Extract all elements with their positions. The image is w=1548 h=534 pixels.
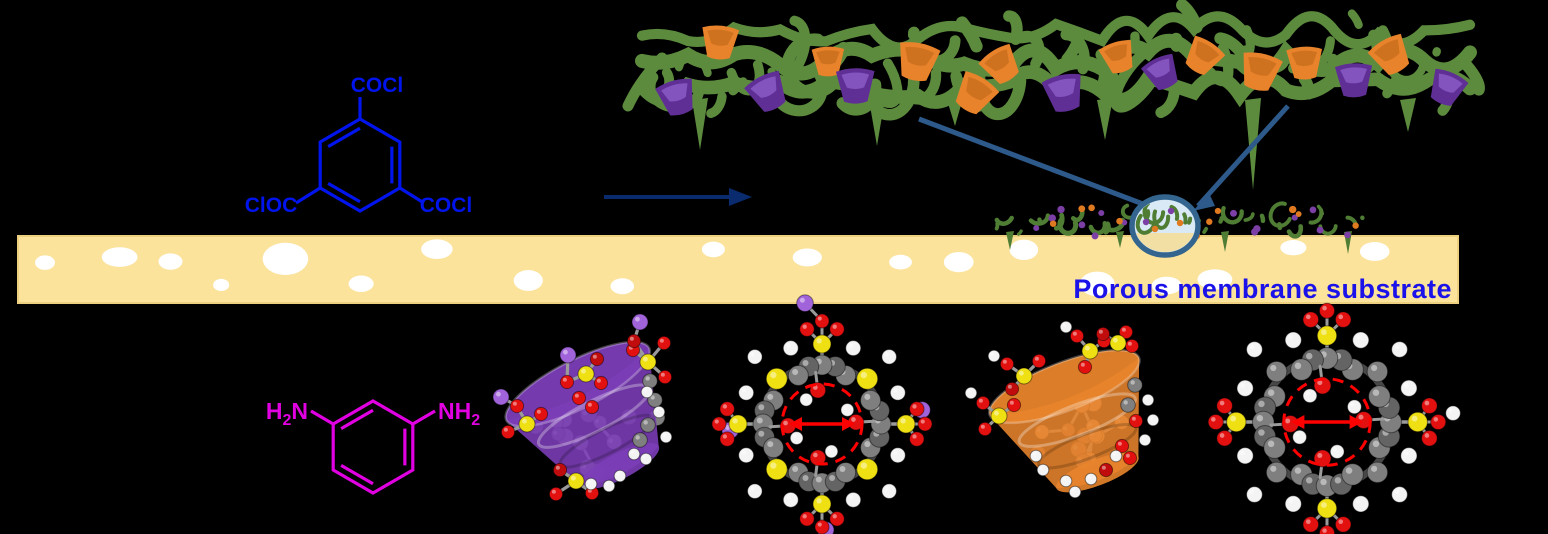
calixarene-cup-purple [744,70,786,112]
calixarene-cup-orange [1243,52,1283,91]
calixarene-cup-purple [835,68,875,104]
polyamide-network-magnified [622,0,1485,190]
mpd-structure: H2N NH2 [266,398,480,495]
calixarene-cup-purple [1141,53,1178,91]
zoom-callout-circle [1129,194,1201,258]
membrane-substrate-label: Porous membrane substrate [1073,274,1452,304]
calixarene-cup-orange [1367,33,1410,75]
calixarene-orange-cone-model [964,320,1160,499]
tmc-cloc-left-label: ClOC [245,194,298,217]
thiacalixarene-top-view-model [711,294,933,534]
calixarene-cup-orange [811,46,845,77]
tmc-cocl-right-label: COCl [420,194,473,217]
calixarene-cup-orange [900,42,941,82]
zoom-callout-lines [918,104,1290,211]
mpd-bonds [310,399,436,495]
calixarene-cup-orange [702,25,740,60]
calixarene-cup-purple [1334,63,1373,98]
calixarene-cup-purple [1430,68,1469,106]
calixarene-purple-cone-model [492,313,673,502]
porous-membrane-substrate [17,235,1459,304]
calixarene-cup-purple [1041,73,1081,112]
calixarene-top-view-model [1207,302,1461,534]
reaction-arrow [604,188,752,206]
mpd-h2n-label: H2N [266,398,308,429]
calixarene-cup-purple [655,78,693,116]
membrane-pores [35,239,1390,297]
calixarene-cup-orange [955,71,1000,115]
calixarene-cup-orange [1098,40,1133,74]
calixarene-cup-orange [978,43,1019,84]
calixarene-cup-orange [1286,46,1323,80]
tmc-cocl-top-label: COCl [351,74,404,97]
calixarene-cup-orange [1185,35,1226,76]
tmc-structure: COCl ClOC COCl [245,74,473,217]
mpd-nh2-label: NH2 [438,398,480,429]
tmc-bonds [295,97,425,213]
